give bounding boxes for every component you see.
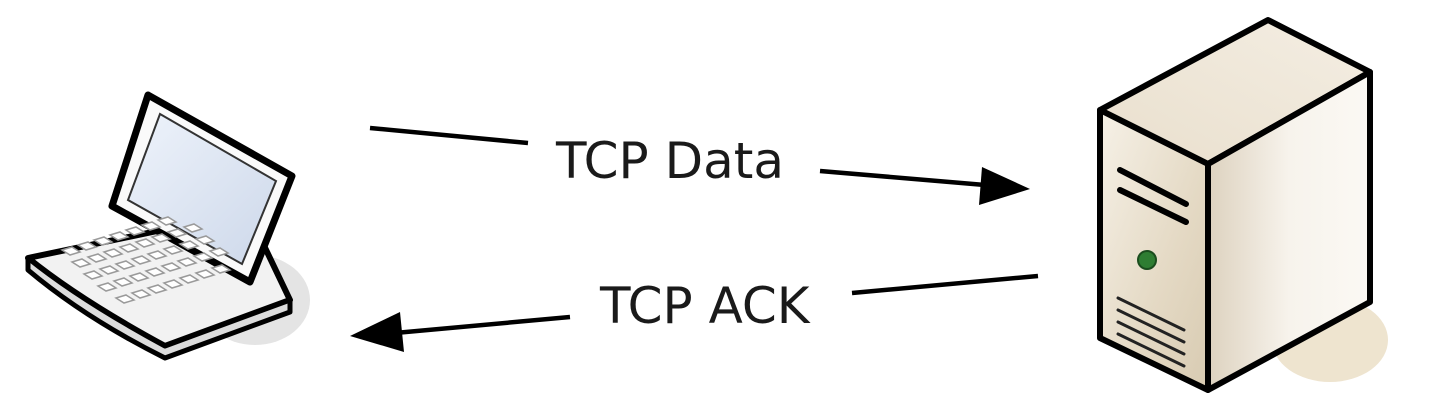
arrowhead-left-icon [350,312,404,352]
laptop-icon [25,91,310,361]
tcp-data-label: TCP Data [555,132,784,190]
tcp-ack-label: TCP ACK [599,277,811,335]
arrowhead-right-icon [979,167,1030,205]
power-led [1137,250,1157,270]
tcp-data-arrow [369,125,1030,205]
tcp-ack-arrow [350,273,1039,352]
server-tower-icon [1097,17,1388,393]
